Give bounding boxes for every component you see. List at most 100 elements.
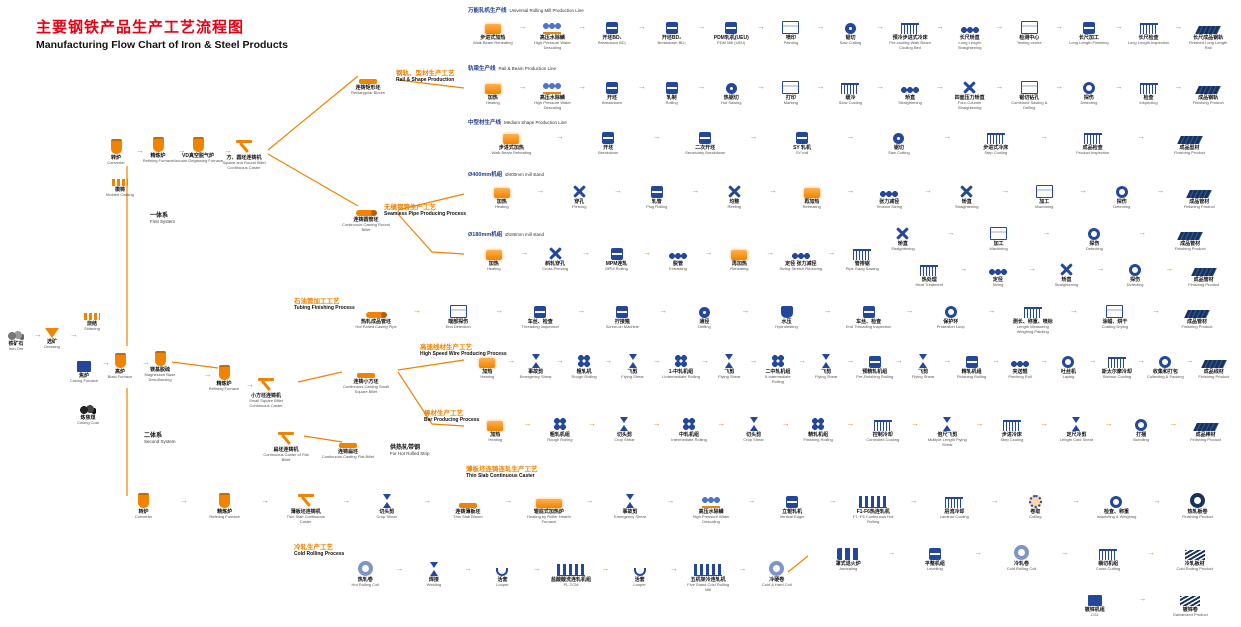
flow-arrow-icon: → [876,21,885,31]
step-icon-box [796,128,809,144]
step-icon-box [1028,492,1042,508]
flow-arrow-icon: → [749,131,758,141]
step-icon-box [1139,78,1158,94]
mill-icon [965,356,978,368]
step-label-en: Step Cooling [984,150,1008,155]
stack-icon [1184,550,1205,560]
step-icon-box [1071,415,1081,431]
step-icon-box [484,78,501,94]
grid-icon [1023,307,1042,318]
flow-arrow-icon: → [959,263,968,273]
mill-icon [606,82,619,94]
step-label-cn: 开坯 [607,95,618,101]
rollsH-icon [682,417,697,431]
step-label-en: Intermediate Rolling [671,437,707,442]
step-label-en: Testing centre [1016,40,1042,45]
step-label-en: Cross Piercing [542,266,569,271]
node-icon-box [8,324,24,340]
flow-arrow-icon: → [578,21,587,31]
rolls-icon [901,86,920,94]
flow-arrow-icon: → [578,81,587,91]
flow-arrow-icon: → [1114,81,1123,91]
node-label-cn: 炼焦煤 [80,415,96,421]
step-label-en: Finishing Product [1190,437,1222,442]
flow-arrow-icon: → [704,247,713,257]
flow-arrow-icon: → [987,305,996,315]
step-label-en: Machining [1035,204,1054,209]
step-icon-box [297,492,314,508]
box-icon [782,21,800,34]
step-icon-box [725,78,737,94]
node-label-en: Continuous Casting Small Square Billet [342,384,390,394]
node-label-cn: 模铸 [114,187,125,193]
step-label-en: Protection Loop [936,324,965,329]
step-label-en: Stelmor Cooling [1102,374,1132,379]
step-label-en: Finishing Rolling [803,437,833,442]
node-label-en: Continuous Casting Round Billet [342,222,390,232]
step-label-en: Machining [989,246,1008,251]
step-label-en: Looper [496,582,509,587]
step-label-en: Breakdown BD₂ [657,40,686,45]
flow-arrow-icon: → [178,146,186,155]
flow-arrow-icon: → [523,418,532,428]
step-label-en: Heating [485,100,500,105]
flow-arrow-icon: → [643,247,652,257]
step-icon-box [944,302,957,318]
step-label-cn: 检查、称重 [1103,509,1129,515]
node-icon-box [218,364,230,380]
step-label-en: Finishing Product [1181,324,1213,329]
vessel-icon [138,493,150,508]
cyl-icon [837,548,860,560]
step-label-cn: 开坯BD₂ [661,35,682,41]
heatlong-icon [535,499,562,508]
step-label-cn: 成品管材 [1193,277,1214,283]
step-label-cn: 飞剪 [821,369,832,375]
flow-arrow-icon: → [1174,21,1183,31]
shear-icon [1071,417,1081,431]
step-icon-box [901,78,920,94]
mill-icon [534,306,547,318]
step-icon-box [896,224,909,240]
funnel-icon [45,328,59,338]
step-icon-box [496,560,509,576]
step-label-en: Long Length Finishing [1069,40,1109,45]
step-label-en: Cold Rolling Product [1176,566,1213,571]
flow-arrow-icon: → [413,305,422,315]
step-label-cn: 冷硬卷 [769,577,785,583]
step-label-cn: 管排锯 [854,261,870,267]
flow-arrow-icon: → [1174,81,1183,91]
step-icon-box [1082,18,1095,34]
heat-icon [484,84,501,94]
flow-arrow-icon: → [204,370,212,379]
step-label-en: Walk Beam Reheating [472,40,513,45]
step-label-en: Step Cooling [1000,437,1024,442]
step-icon-box [918,352,928,368]
step-label-cn: 探伤 [1130,277,1141,283]
step-label-cn: 精轧机组 [961,369,982,375]
node-icon-box [110,138,122,154]
coal-icon [80,405,96,414]
xroll-icon [728,185,741,198]
coil-icon [1129,264,1142,276]
